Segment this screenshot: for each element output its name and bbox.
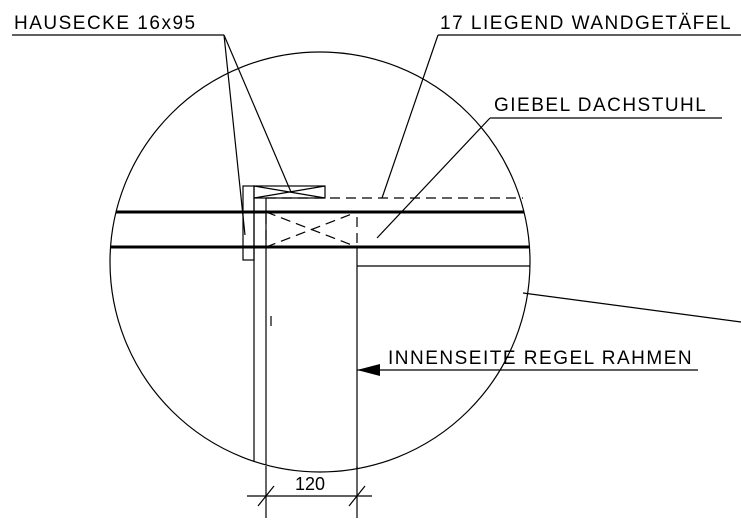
hausecke-leader-1 [223, 34, 246, 236]
giebel-label: GIEBEL DACHSTUHL [494, 95, 707, 116]
detail-circle [109, 51, 531, 473]
hausecke-label: HAUSECKE 16x95 [14, 13, 197, 34]
dimension-value: 120 [295, 474, 325, 494]
hidden-cross-2 [265, 211, 358, 248]
hausecke-cross-2 [253, 185, 326, 199]
hausecke-board-vertical [242, 185, 255, 261]
innenseite-arrowhead [357, 364, 380, 376]
wandgetaefel-label: 17 LIEGEND WANDGETÄFEL [440, 13, 732, 34]
innenseite-label: INNENSEITE REGEL RAHMEN [388, 348, 693, 369]
wandgetaefel-leader [381, 34, 439, 199]
dimension-tick-left [257, 485, 275, 507]
detail-reference-line [522, 292, 741, 323]
construction-geometry [110, 198, 530, 472]
hausecke-leader-2 [223, 34, 292, 193]
giebel-leader [376, 117, 491, 239]
dimension-tick-right [348, 485, 366, 507]
